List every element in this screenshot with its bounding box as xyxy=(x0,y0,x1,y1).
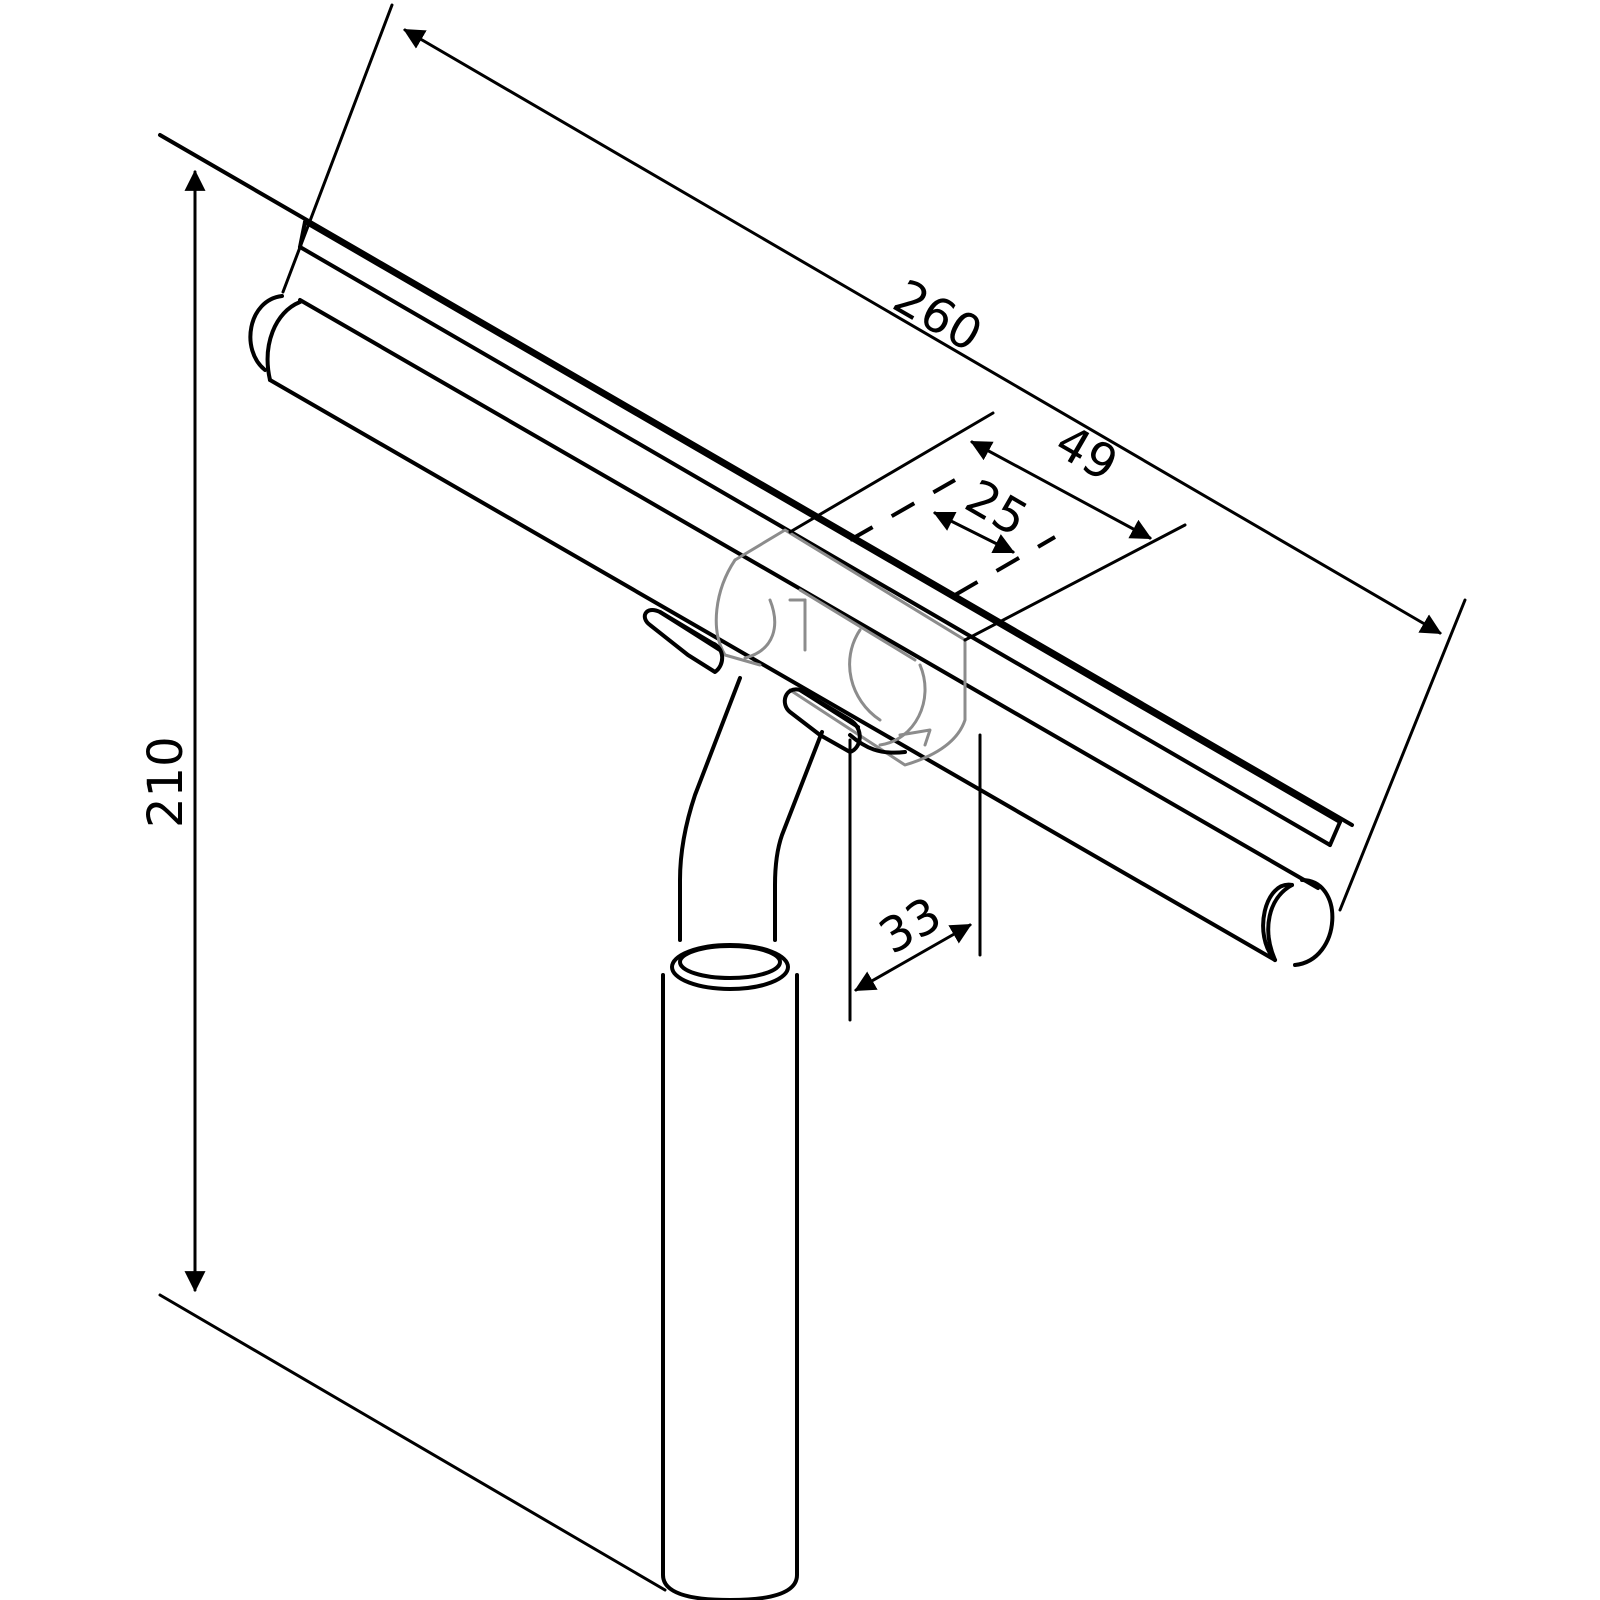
dimension-lines xyxy=(184,28,1442,1293)
wall-bracket xyxy=(714,528,967,767)
handle-neck xyxy=(678,676,824,942)
dimension-line-width xyxy=(403,28,1442,635)
dimension-line-mount-depth xyxy=(970,440,1152,540)
dimension-label-mount-depth: 49 xyxy=(1046,414,1127,493)
dimension-label-width: 260 xyxy=(884,269,991,363)
support-clip-right xyxy=(782,687,907,755)
dimension-label-mount-offset: 33 xyxy=(870,886,951,965)
dimension-label-height: 210 xyxy=(138,736,194,828)
extension-lines xyxy=(158,3,1467,1592)
dimension-line-hole-spacing xyxy=(933,511,1015,554)
squeegee-head-tube xyxy=(248,294,1335,967)
dimension-label-hole-spacing: 25 xyxy=(956,469,1037,548)
squeegee-blade xyxy=(158,133,1354,847)
dimension-line-mount-offset xyxy=(854,923,972,992)
handle-grip xyxy=(661,943,799,1600)
